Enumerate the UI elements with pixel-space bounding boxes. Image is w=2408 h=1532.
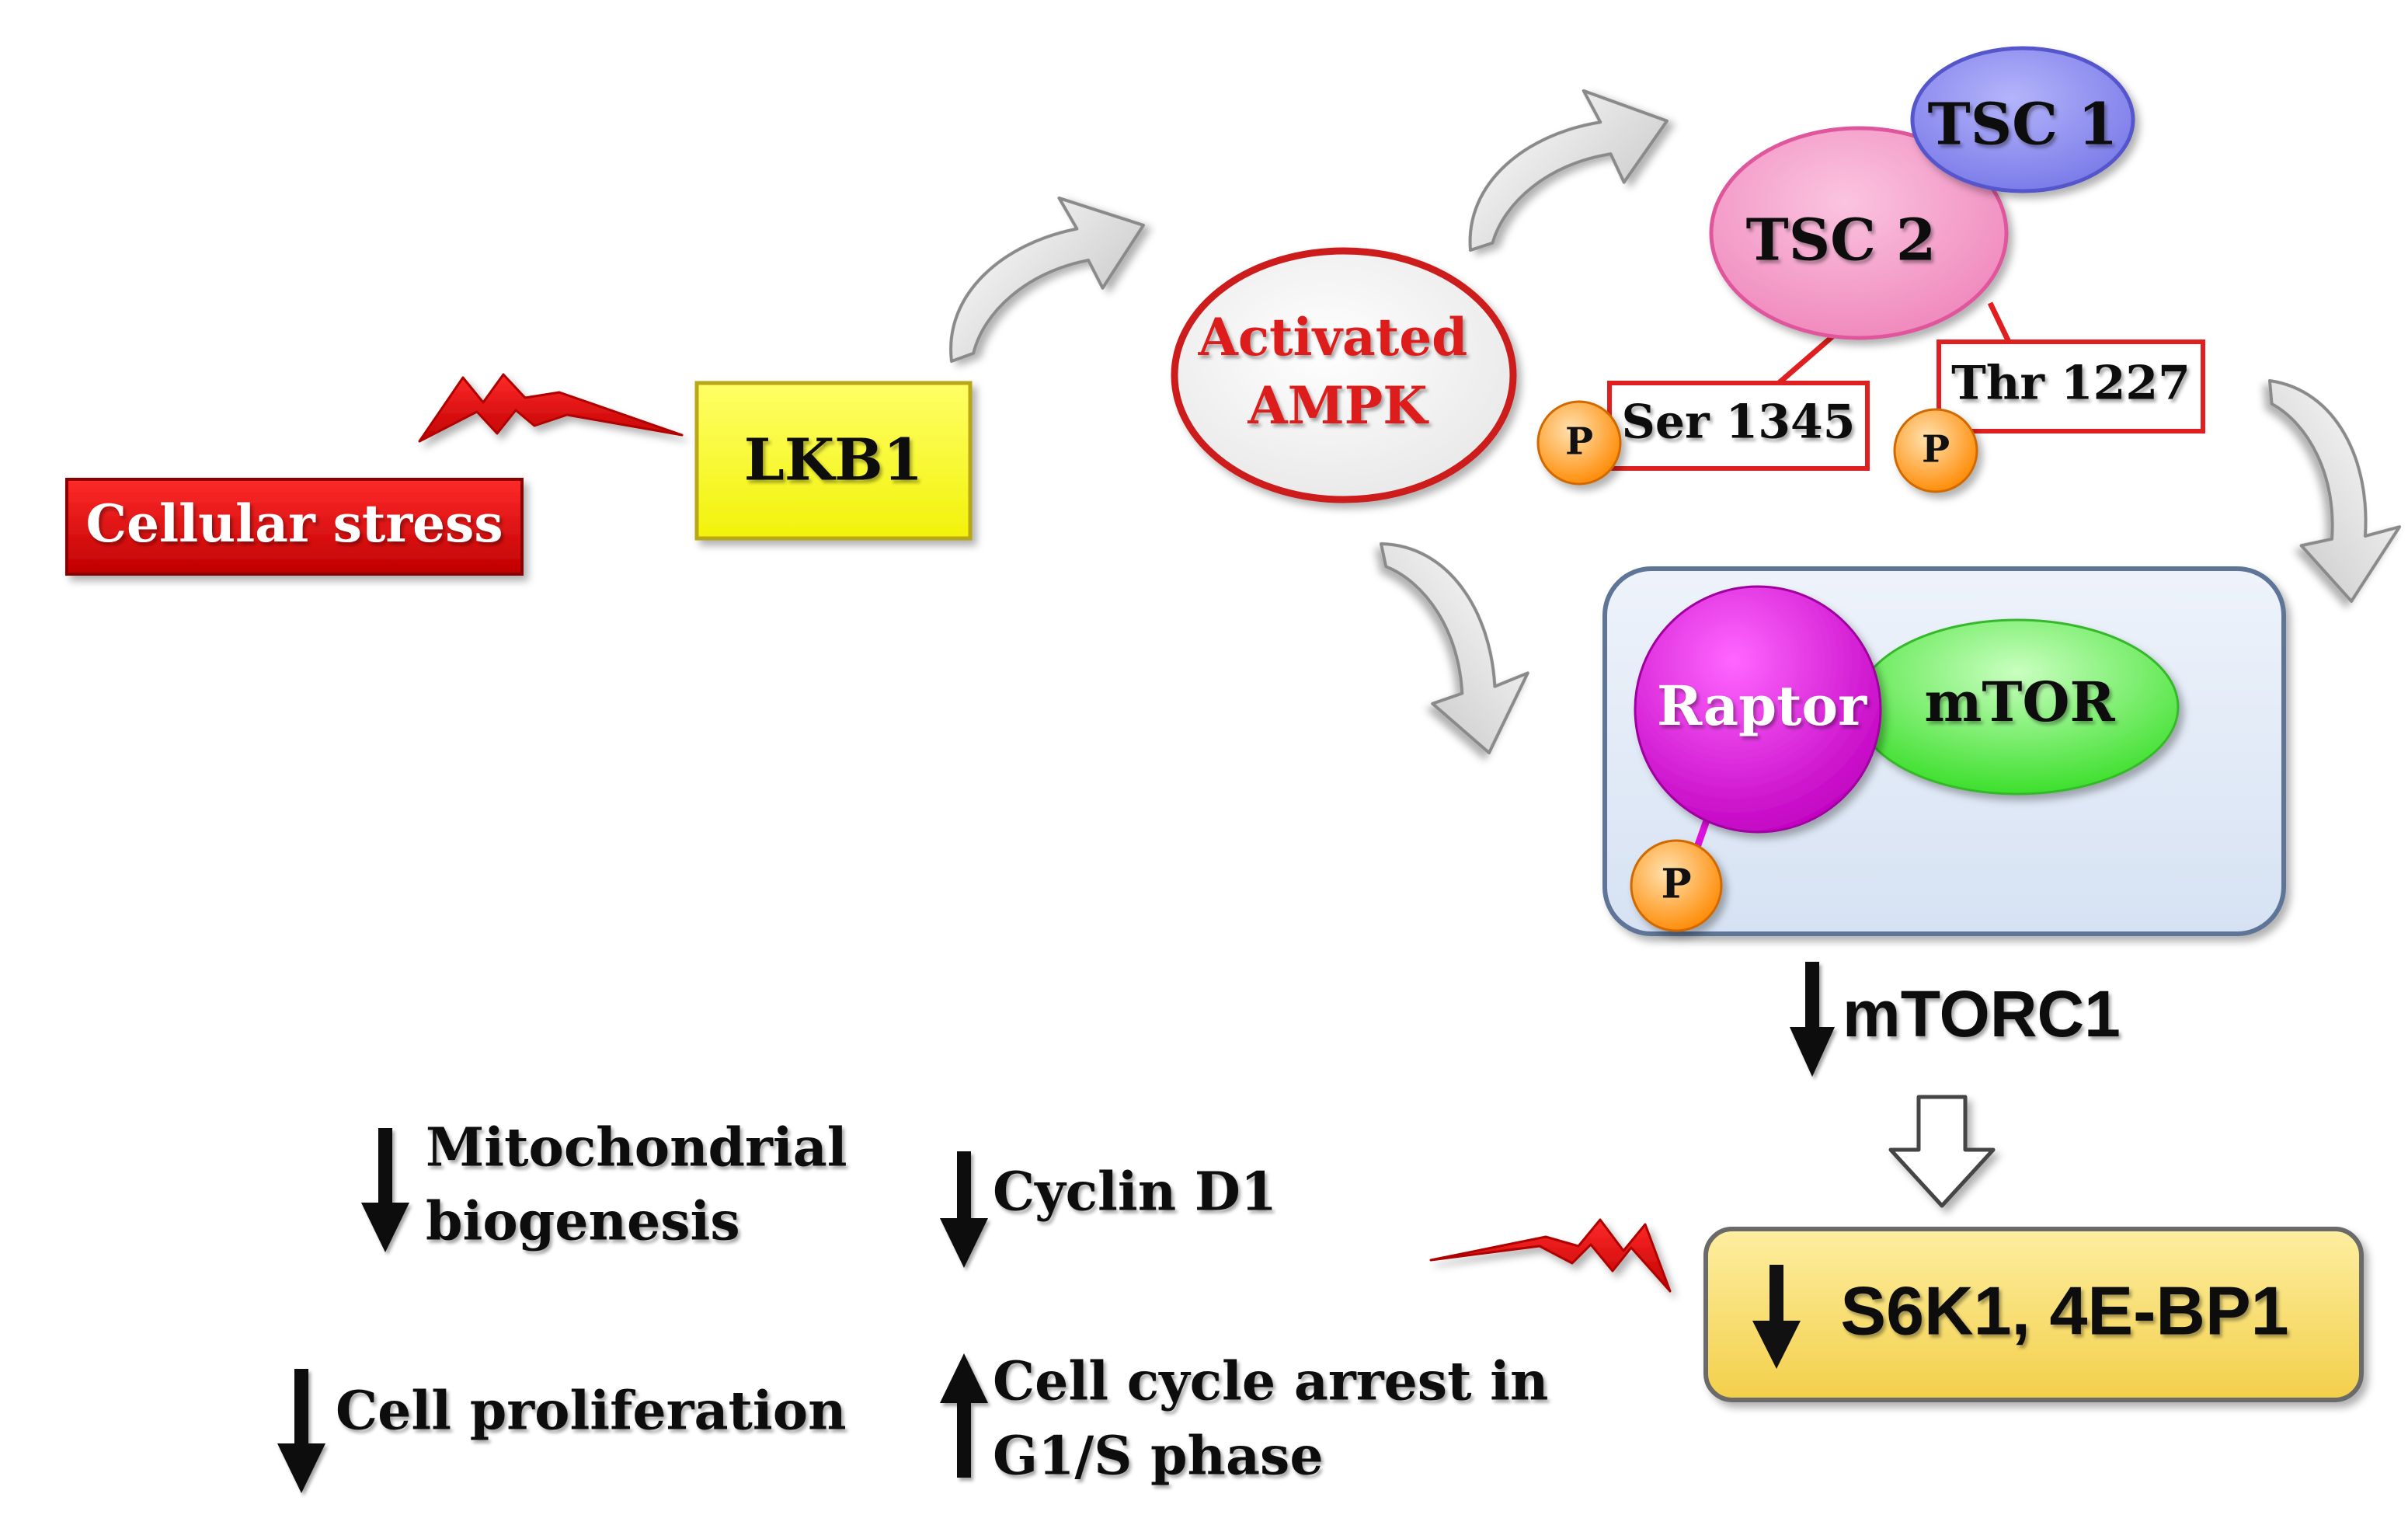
effect-cyclin-d1: Cyclin D1: [940, 1151, 1277, 1268]
phospho-label: P: [1661, 861, 1691, 908]
lkb1-label: LKB1: [744, 427, 923, 494]
s6k1-4ebp1-node: S6K1, 4E-BP1: [1703, 1227, 2364, 1402]
phospho-label: P: [1922, 428, 1950, 472]
arrow-ampk-to-tsc: [1468, 89, 1669, 252]
effect-cell-cycle-arrest: Cell cycle arrest in G1/S phase: [940, 1351, 1548, 1488]
down-arrow-icon: [1790, 962, 1835, 1077]
mtorc1-readout: mTORC1: [1790, 962, 2121, 1077]
mito-label-line2: biogenesis: [426, 1191, 740, 1253]
thr-1227-site: Thr 1227: [1936, 339, 2205, 433]
tsc2-node: TSC 2: [1709, 126, 2009, 340]
curved-arrow-icon: [949, 196, 1146, 363]
thr-1227-label: Thr 1227: [1951, 357, 2191, 411]
ampk-label-line1: Activated: [1198, 307, 1468, 367]
arrow-ampk-to-complex: [1380, 542, 1529, 754]
activated-ampk-node: Activated AMPK: [1171, 247, 1517, 503]
s6k1-label: S6K1, 4E-BP1: [1840, 1272, 2288, 1349]
phospho-ser-1345: P: [1536, 400, 1622, 486]
tsc2-ser-link: [1776, 330, 1839, 385]
phospho-raptor: P: [1630, 839, 1723, 932]
mtor-node: mTOR: [1855, 618, 2180, 796]
lightning-bolt-icon: [418, 373, 684, 443]
raptor-node: Raptor: [1634, 585, 1882, 834]
ampk-label-line2: AMPK: [1247, 375, 1429, 436]
effect-cell-proliferation: Cell proliferation: [277, 1369, 847, 1493]
ser-1345-site: Ser 1345: [1607, 381, 1870, 471]
curved-arrow-icon: [1468, 89, 1669, 252]
arrest-label-line1: Cell cycle arrest in: [993, 1351, 1548, 1413]
curved-arrow-icon: [1380, 542, 1529, 754]
cell-proliferation-label: Cell proliferation: [336, 1381, 847, 1443]
hollow-down-arrow-icon: [1888, 1095, 1996, 1208]
down-arrow-icon: [361, 1128, 409, 1252]
lkb1-node: LKB1: [694, 381, 973, 541]
raptor-label: Raptor: [1657, 674, 1867, 738]
mtorc1-label: mTORC1: [1843, 977, 2121, 1050]
arrow-tsc-to-complex: [2268, 379, 2402, 603]
phospho-thr-1227: P: [1893, 408, 1978, 493]
arrow-lkb1-to-ampk: [949, 196, 1146, 363]
arrest-label-line2: G1/S phase: [993, 1426, 1324, 1488]
up-arrow-icon: [940, 1353, 988, 1478]
tsc1-node: TSC 1: [1910, 46, 2135, 193]
down-arrow-icon: [277, 1369, 325, 1493]
ser-1345-label: Ser 1345: [1622, 395, 1856, 450]
cellular-stress-label: Cellular stress: [86, 493, 503, 554]
down-arrow-icon: [1752, 1265, 1801, 1369]
mtor-label: mTOR: [1924, 670, 2115, 734]
tsc1-label: TSC 1: [1928, 92, 2118, 158]
tsc2-label: TSC 2: [1746, 207, 1936, 274]
tsc2-thr-link: [1987, 301, 2012, 343]
mtorc1-complex: mTOR Raptor P: [1602, 566, 2286, 936]
phospho-label: P: [1565, 420, 1593, 464]
mito-label-line1: Mitochondrial: [426, 1117, 847, 1179]
cyclin-d1-label: Cyclin D1: [993, 1161, 1277, 1224]
curved-arrow-icon: [2268, 379, 2402, 603]
cellular-stress-node: Cellular stress: [65, 478, 524, 576]
effect-mitochondrial-biogenesis: Mitochondrial biogenesis: [361, 1117, 847, 1253]
lightning-bolt-icon: [1429, 1218, 1672, 1293]
down-arrow-icon: [940, 1151, 988, 1268]
